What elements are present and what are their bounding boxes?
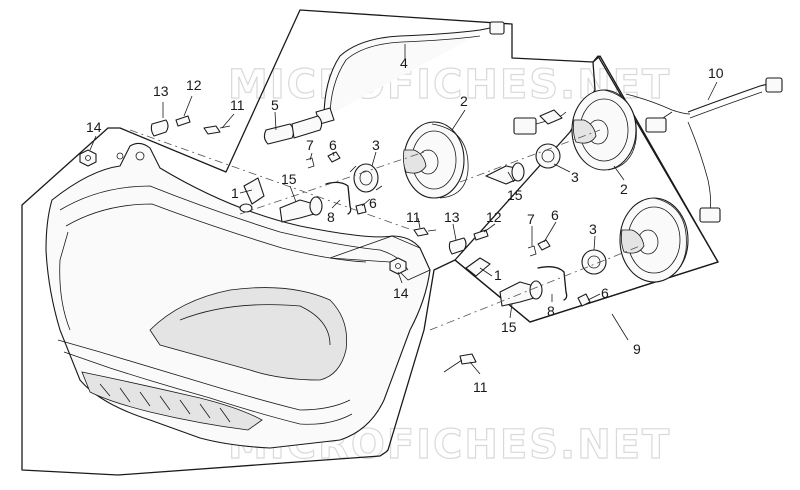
bracket-1-upper — [239, 177, 265, 213]
callout-14-middle: 14 — [393, 285, 409, 301]
callout-15-upper: 15 — [281, 171, 297, 187]
leader-lines — [89, 44, 718, 375]
callout-13-middle: 13 — [444, 209, 460, 225]
screw-6-lower-left — [355, 203, 367, 215]
callout-11-lower: 11 — [473, 379, 488, 395]
bulb-15-lower — [499, 280, 543, 307]
callout-6-upper: 6 — [329, 137, 337, 153]
callout-4: 4 — [400, 55, 408, 71]
callout-3-middle: 3 — [571, 169, 579, 185]
screw-6-lower-right — [577, 293, 591, 307]
callout-6-left: 6 — [369, 195, 377, 211]
wiring-harness-10 — [625, 77, 783, 223]
spring-8-lower — [537, 266, 568, 301]
screw-12-middle — [473, 229, 489, 241]
nut-14-right — [389, 257, 407, 275]
clip-7-upper — [305, 157, 315, 169]
callout-6-lower-right: 6 — [601, 285, 609, 301]
callout-6-middle-right: 6 — [551, 207, 559, 223]
callout-labels: 4 5 13 12 11 14 2 7 6 3 1 15 8 6 15 3 2 … — [86, 55, 724, 395]
screw-6-upper — [327, 151, 341, 163]
screw-6-middle-right — [537, 239, 551, 251]
callout-7-lower: 7 — [527, 211, 535, 227]
spacer-13-upper — [150, 119, 169, 137]
clip-7-lower — [527, 245, 537, 257]
axis-line-upper — [129, 129, 413, 231]
callout-12-middle: 12 — [486, 209, 502, 225]
callout-3-upper: 3 — [372, 137, 380, 153]
axis-line-left — [239, 149, 431, 215]
callout-5: 5 — [271, 97, 279, 113]
socket-3-middle — [535, 143, 561, 169]
spacer-13-middle — [448, 237, 467, 255]
callout-8-upper: 8 — [327, 209, 335, 225]
socket-3-lower — [581, 249, 607, 275]
screw-11-lower — [443, 353, 477, 373]
callout-2-left: 2 — [460, 93, 468, 109]
callout-10: 10 — [708, 65, 724, 81]
screw-11-upper — [203, 125, 231, 135]
callout-7-upper: 7 — [306, 137, 314, 153]
callout-11-upper: 11 — [230, 97, 245, 113]
reflector-2-lower-right — [619, 197, 689, 283]
screw-12-upper — [175, 115, 191, 127]
axis-line-lower — [429, 245, 641, 331]
callout-9: 9 — [633, 341, 641, 357]
reflector-2-upper-right — [571, 89, 637, 171]
callout-1-lower: 1 — [494, 267, 502, 283]
connector-upper-right — [513, 109, 567, 135]
bulb-5 — [263, 115, 323, 145]
callout-1-upper: 1 — [231, 185, 239, 201]
callout-15-lower: 15 — [501, 319, 517, 335]
callout-11-middle: 11 — [406, 209, 421, 225]
bracket-1-lower — [465, 257, 491, 277]
callout-3-lower: 3 — [589, 221, 597, 237]
wiring-harness-4 — [315, 21, 505, 125]
screw-11-middle — [413, 227, 437, 237]
callout-13-upper: 13 — [153, 83, 169, 99]
socket-3-upper — [349, 163, 383, 193]
callout-14-upper: 14 — [86, 119, 102, 135]
bulb-15-middle — [485, 162, 525, 185]
bulb-15-left — [279, 196, 323, 223]
callout-8-lower: 8 — [547, 303, 555, 319]
spring-8-upper — [325, 181, 352, 215]
axis-line-middle — [459, 129, 601, 183]
callout-12-upper: 12 — [186, 77, 202, 93]
callout-2-right: 2 — [620, 181, 628, 197]
reflector-2-left — [402, 121, 469, 199]
callout-15-middle: 15 — [507, 187, 523, 203]
nut-14-left — [79, 149, 97, 167]
